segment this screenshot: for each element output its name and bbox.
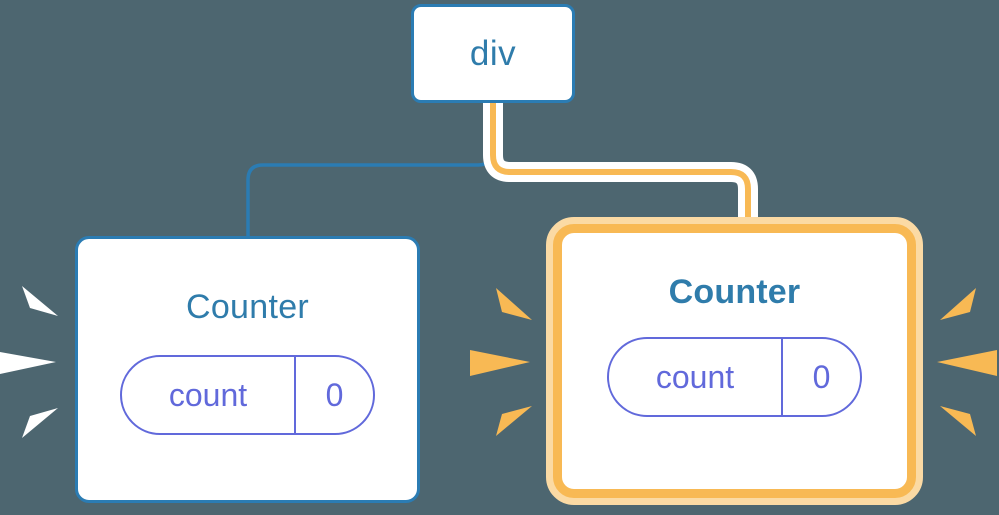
node-counter-highlighted-label: Counter — [668, 273, 801, 311]
edge-halo — [483, 93, 758, 242]
edge-div-to-counter-right — [490, 100, 751, 235]
node-div[interactable]: div — [411, 4, 575, 103]
state-value-label: 0 — [294, 357, 373, 433]
state-pill-count-highlighted[interactable]: count 0 — [607, 337, 862, 417]
state-key-label: count — [168, 377, 248, 413]
edge-div-to-counter-left — [246, 101, 495, 238]
node-counter-highlight-glow: Counter count 0 — [546, 217, 923, 505]
node-counter-plain[interactable]: Counter count 0 — [75, 236, 420, 503]
state-key-label: count — [655, 359, 735, 395]
node-counter-plain-label: Counter — [185, 288, 310, 326]
node-counter-highlighted[interactable]: Counter count 0 — [553, 224, 916, 498]
state-pill-count-plain[interactable]: count 0 — [120, 355, 375, 435]
state-value-label: 0 — [781, 339, 860, 415]
node-div-label: div — [469, 34, 517, 73]
